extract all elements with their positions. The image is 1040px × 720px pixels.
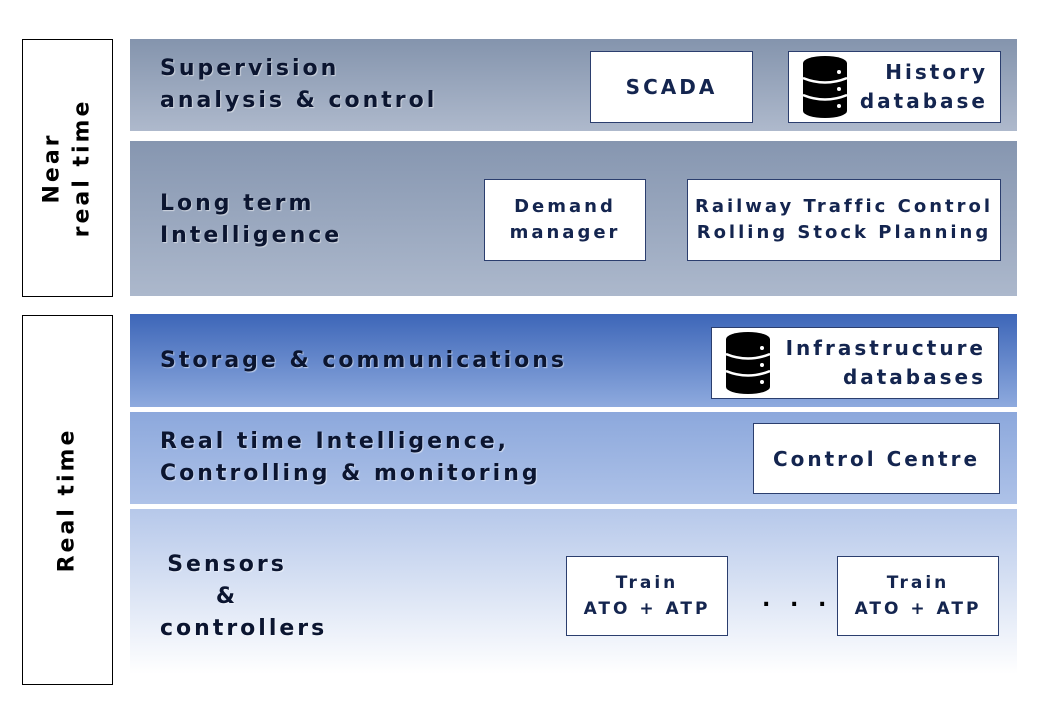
history-database-line-1: History [885,60,988,84]
demand-manager-box: Demand manager [484,179,646,261]
realtime-layer-label: Real time Intelligence, Controlling & mo… [160,426,541,490]
long-term-layer: Long term Intelligence Demand manager Ra… [130,141,1017,296]
sensors-layer-label: Sensors & controllers [152,549,328,645]
realtime-label-line-1: Real time Intelligence, [160,429,510,454]
real-time-label: Real time [53,428,83,573]
train-box-2: Train ATO + ATP [837,556,999,636]
near-real-time-panel: Near real time [22,39,113,297]
real-time-panel: Real time [22,315,113,685]
history-database-line-2: database [859,89,988,113]
realtime-layer: Real time Intelligence, Controlling & mo… [130,412,1017,504]
train-2-line-1: Train [886,573,950,593]
railway-traffic-line-2: Rolling Stock Planning [696,222,992,243]
sensors-layer: Sensors & controllers Train ATO + ATP . … [130,509,1017,674]
scada-box: SCADA [590,51,753,123]
realtime-label-line-2: Controlling & monitoring [160,461,541,486]
demand-manager-line-2: manager [509,222,621,243]
long-term-label-line-1: Long term [160,191,315,216]
near-real-time-line-2: real time [69,98,95,238]
sensors-label-line-2: & [215,584,239,609]
supervision-label-line-2: analysis & control [160,88,438,113]
database-icon [726,332,770,394]
scada-label: SCADA [625,75,718,99]
near-real-time-label: Near real time [38,99,98,238]
demand-manager-line-1: Demand [514,196,616,217]
train-2-line-2: ATO + ATP [854,599,982,619]
supervision-layer-label: Supervision analysis & control [160,53,437,117]
control-centre-label: Control Centre [772,446,981,471]
ellipsis-dots: . . . [762,587,833,612]
storage-label-line: Storage & communications [160,348,568,373]
infrastructure-database-box: Infrastructure databases [711,327,999,399]
sensors-label-line-1: Sensors [167,552,287,577]
real-time-line: Real time [54,427,80,573]
infrastructure-line-1: Infrastructure [785,336,986,360]
long-term-label-line-2: Intelligence [160,223,343,248]
infrastructure-line-2: databases [842,365,986,389]
history-database-box: History database [788,51,1001,123]
supervision-label-line-1: Supervision [160,56,340,81]
train-1-line-2: ATO + ATP [583,599,711,619]
railway-traffic-line-1: Railway Traffic Control [694,196,994,217]
supervision-layer: Supervision analysis & control SCADA His… [130,39,1017,131]
train-1-line-1: Train [615,573,679,593]
control-centre-box: Control Centre [753,423,1000,494]
storage-layer-label: Storage & communications [160,345,567,377]
long-term-layer-label: Long term Intelligence [160,188,342,252]
train-box-1: Train ATO + ATP [566,556,728,636]
sensors-label-line-3: controllers [160,616,328,641]
railway-traffic-box: Railway Traffic Control Rolling Stock Pl… [687,179,1001,261]
storage-layer: Storage & communications Infrastructure … [130,314,1017,407]
database-icon [803,56,847,118]
near-real-time-line-1: Near [39,132,65,204]
